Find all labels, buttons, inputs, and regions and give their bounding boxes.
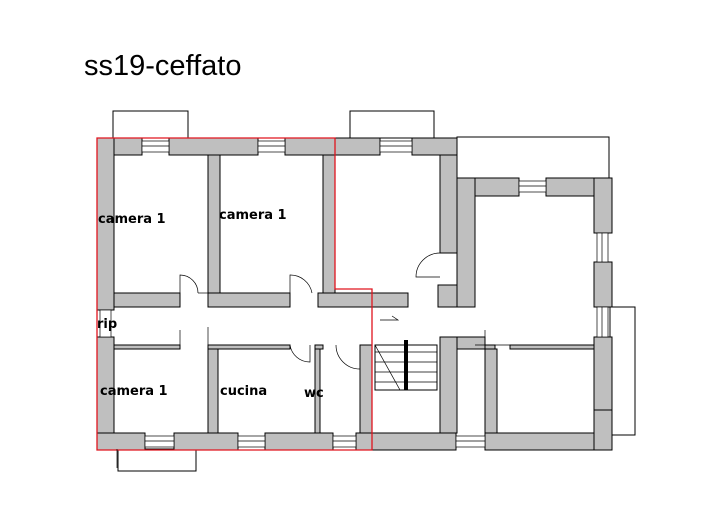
room-label-rip: rip (97, 317, 118, 332)
balconies (112, 110, 636, 472)
highlight-outline (96, 137, 373, 451)
plan-title: ss19-ceffato (84, 50, 242, 82)
room-label-camera-1-c: camera 1 (100, 384, 168, 399)
room-label-cucina: cucina (220, 384, 268, 399)
room-label-camera-1-a: camera 1 (98, 212, 166, 227)
staircase (374, 315, 438, 391)
room-label-camera-1-b: camera 1 (219, 208, 287, 223)
room-label-wc: wc (304, 386, 324, 401)
doors (179, 252, 486, 370)
windows (99, 140, 609, 448)
walls (96, 137, 613, 451)
